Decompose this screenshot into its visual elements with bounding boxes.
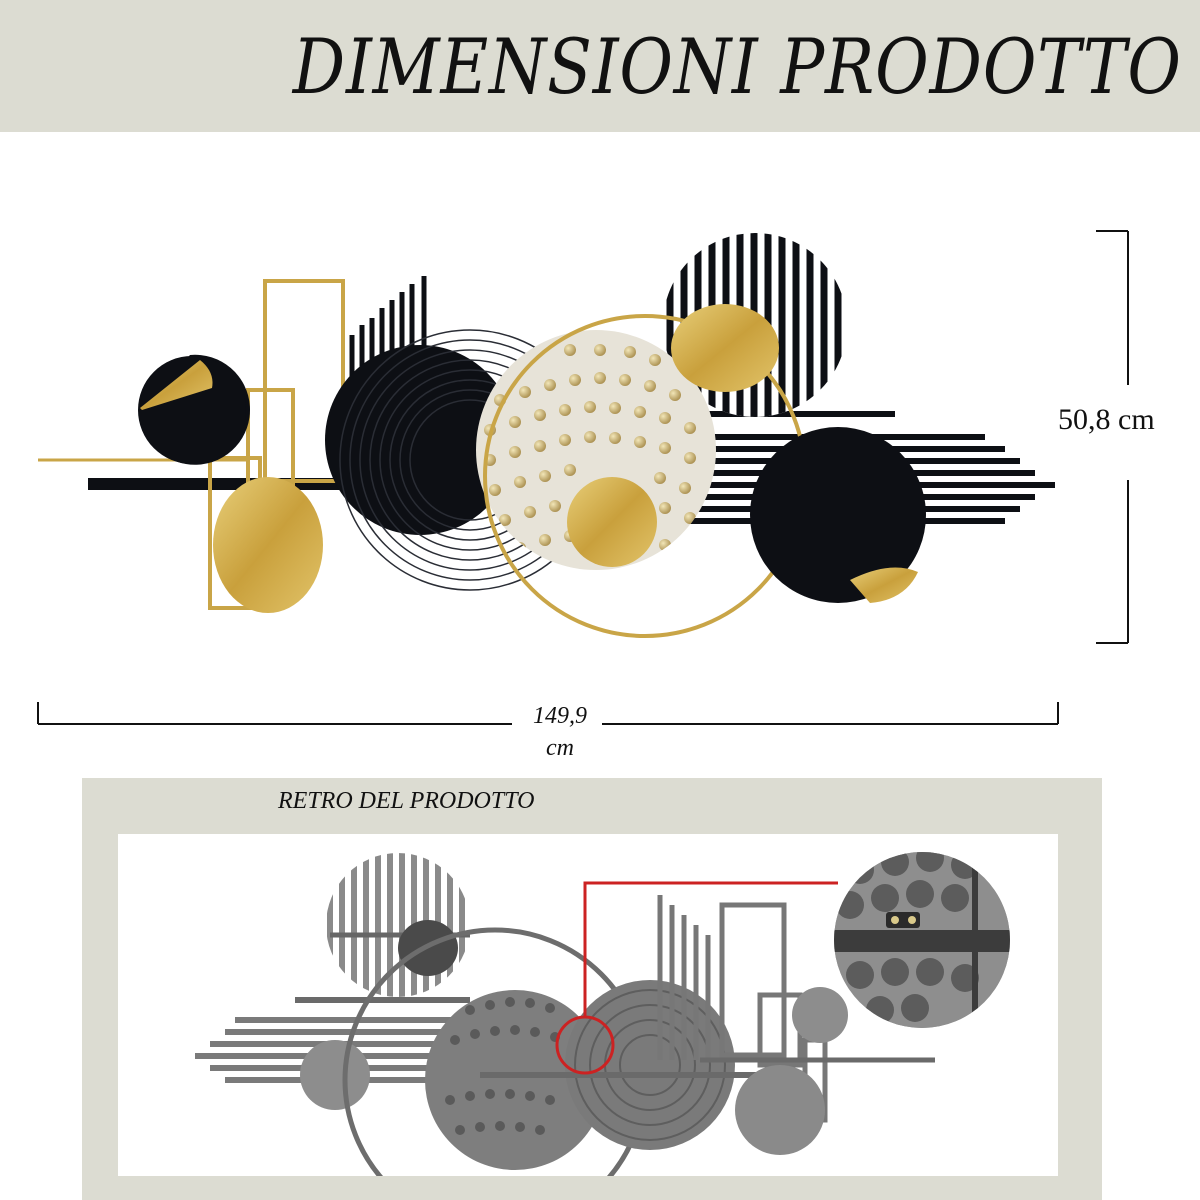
- front-product-image: [38, 233, 1055, 638]
- width-label: 149,9 cm: [520, 700, 600, 764]
- back-product-image: [195, 852, 1010, 1176]
- width-unit: cm: [546, 735, 574, 761]
- back-section-label: RETRO DEL PRODOTTO: [278, 788, 535, 814]
- height-label: 50,8 cm: [1058, 403, 1155, 436]
- width-dimension-line: [37, 702, 1059, 725]
- height-dimension-line: [1096, 230, 1129, 644]
- back-product-panel: [118, 834, 1058, 1176]
- page-title: DIMENSIONI PRODOTTO: [292, 22, 1182, 111]
- header-band: [0, 0, 1200, 132]
- width-value: 149,9: [533, 703, 587, 729]
